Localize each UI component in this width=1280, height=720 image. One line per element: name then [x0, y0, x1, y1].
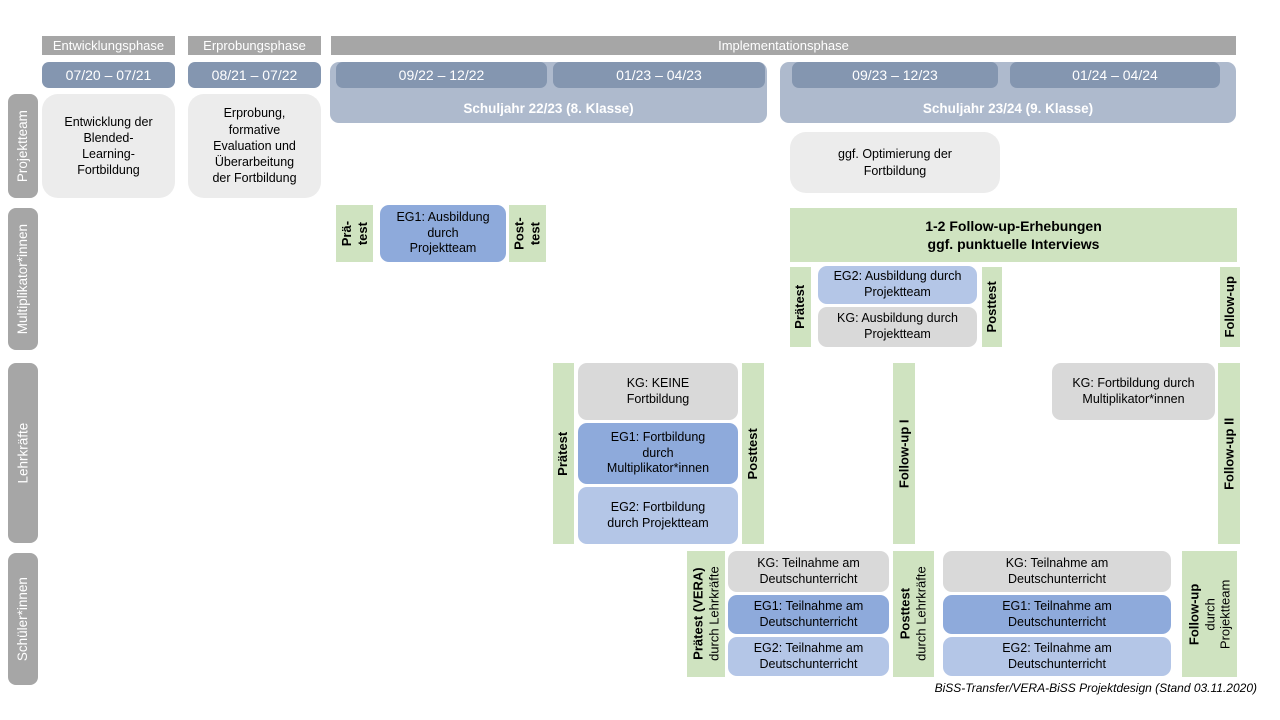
bar-praetest-vera-text: Prätest (VERA): [690, 567, 706, 661]
bar-durch-text: durch: [1201, 597, 1217, 631]
bar-projektteam-text: Projektteam: [1217, 579, 1233, 649]
bar-followup-text: Follow-up: [1222, 276, 1238, 338]
period-bar-0123-0423: 01/23 – 04/23: [553, 62, 765, 88]
row-label-text: Multiplikator*innen: [14, 223, 30, 335]
diagram-caption: BiSS-Transfer/VERA-BiSS Projektdesign (S…: [934, 681, 1257, 695]
row-label-lehrkraefte: Lehrkräfte: [8, 363, 38, 543]
phase-bar-entwicklung: Entwicklungsphase: [42, 36, 175, 55]
bar-praetest-multiplikatoren-2: Prätest: [790, 267, 811, 347]
bar-posttest-text: Posttest: [897, 588, 913, 640]
school-year-label: Schuljahr 23/24 (9. Klasse): [922, 101, 1094, 116]
bar-posttest-schueler: Posttest durch Lehrkräfte: [893, 551, 934, 677]
bar-praetest-text: Prä-test: [338, 220, 370, 247]
row-label-text: Schüler*innen: [14, 576, 30, 662]
row-label-text: Projektteam: [14, 109, 30, 183]
phase-bar-implementation: Implementationsphase: [331, 36, 1236, 55]
bar-praetest-text: Prätest: [555, 431, 571, 476]
period-bar-0923-1223: 09/23 – 12/23: [792, 62, 998, 88]
bar-followup-text: Follow-up II: [1221, 417, 1237, 490]
bar-durch-lehrkraefte-text: durch Lehrkräfte: [706, 566, 722, 662]
bar-followup-text: Follow-up: [1186, 583, 1202, 645]
row-label-multiplikatoren: Multiplikator*innen: [8, 208, 38, 350]
row-label-schueler: Schüler*innen: [8, 553, 38, 685]
phase-bar-erprobung: Erprobungsphase: [188, 36, 321, 55]
bar-followup-1: Follow-up I: [893, 363, 915, 544]
bar-posttest-multiplikatoren-2: Posttest: [982, 267, 1002, 347]
bar-durch-lehrkraefte-text: durch Lehrkräfte: [913, 566, 929, 662]
bar-posttest-text: Posttest: [745, 427, 761, 480]
row-label-projektteam: Projektteam: [8, 94, 38, 198]
school-year-label: Schuljahr 22/23 (8. Klasse): [463, 101, 634, 116]
bar-praetest-text: Prätest: [792, 284, 808, 330]
bar-followup-2: Follow-up II: [1218, 363, 1240, 544]
period-bar-0821-0722: 08/21 – 07/22: [188, 62, 321, 88]
bar-praetest-vera: Prätest (VERA) durch Lehrkräfte: [687, 551, 725, 677]
period-bar-0922-1222: 09/22 – 12/22: [336, 62, 547, 88]
bar-praetest-lehrkraefte: Prätest: [553, 363, 574, 544]
bar-praetest-multiplikatoren-1: Prä-test: [336, 205, 373, 262]
bar-posttest-lehrkraefte: Posttest: [742, 363, 764, 544]
bar-posttest-text: Posttest: [984, 281, 1000, 333]
bar-posttest-text: Post-test: [511, 217, 543, 250]
row-label-text: Lehrkräfte: [14, 422, 30, 484]
bar-followup-multiplikatoren: Follow-up: [1220, 267, 1240, 347]
period-bar-0720-0721: 07/20 – 07/21: [42, 62, 175, 88]
bar-followup-text: Follow-up I: [896, 419, 912, 488]
period-bar-0124-0424: 01/24 – 04/24: [1010, 62, 1220, 88]
bar-posttest-multiplikatoren-1: Post-test: [509, 205, 546, 262]
bar-followup-schueler: Follow-up durch Projektteam: [1182, 551, 1237, 677]
